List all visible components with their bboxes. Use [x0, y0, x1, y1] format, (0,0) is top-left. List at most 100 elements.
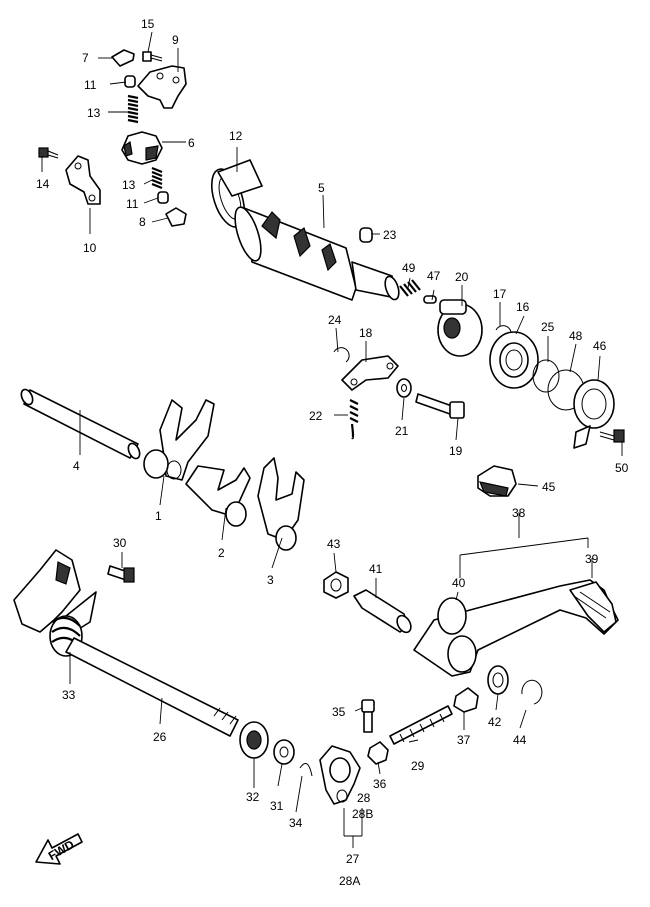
part-20-switch: [437, 299, 483, 357]
part-4-shift-fork-shaft: [20, 388, 141, 460]
callout-29: 29: [411, 759, 425, 773]
callout-44: 44: [513, 733, 527, 747]
callout-25: 25: [541, 320, 555, 334]
part-34-circlip: [299, 763, 313, 777]
part-19-bolt: [415, 393, 465, 419]
part-41-bolt: [353, 589, 412, 634]
callout-32: 32: [246, 790, 260, 804]
part-32-oil-seal: [239, 721, 269, 759]
callout-3: 3: [267, 573, 274, 587]
callout-18: 18: [359, 326, 373, 340]
part-11-pin-upper: [124, 75, 136, 88]
callout-28b: 28B: [352, 807, 373, 821]
callout-17: 17: [493, 287, 507, 301]
part-49-spring: [399, 279, 421, 297]
part-26-gearshift-shaft: [65, 637, 239, 737]
part-33-arm: [13, 549, 97, 657]
callout-23: 23: [383, 228, 397, 242]
callout-48: 48: [569, 329, 583, 343]
part-21-washer: [396, 378, 412, 398]
part-28-link-arm: [319, 745, 361, 805]
part-30-pin: [107, 565, 135, 583]
part-23-pin: [359, 227, 373, 243]
callout-4: 4: [73, 459, 80, 473]
callout-12: 12: [229, 129, 243, 143]
part-25-ring: [532, 359, 560, 393]
callout-24: 24: [328, 313, 342, 327]
callout-33: 33: [62, 688, 76, 702]
callout-40: 40: [452, 576, 466, 590]
part-7-stopper: [111, 49, 135, 67]
callout-16: 16: [516, 300, 530, 314]
callout-labels: 1 2 3 4 5 6 7 8 9 10 11 11 12 13 13 14 1…: [36, 17, 629, 888]
callout-7: 7: [82, 51, 89, 65]
part-15-bolt: [142, 51, 163, 62]
callout-10: 10: [83, 241, 97, 255]
leader-lines: [41, 31, 623, 848]
part-43-nut: [323, 571, 349, 599]
callout-9: 9: [172, 33, 179, 47]
part-5-gearshift-cam: [234, 206, 400, 301]
callout-34: 34: [289, 816, 303, 830]
callout-28a: 28A: [339, 874, 360, 888]
callout-31: 31: [270, 799, 284, 813]
callout-13-lower: 13: [122, 178, 136, 192]
callout-6: 6: [188, 136, 195, 150]
part-36-nut: [367, 741, 389, 765]
part-14-bolt: [38, 147, 59, 159]
callout-22: 22: [309, 409, 323, 423]
callout-36: 36: [373, 777, 387, 791]
callout-1: 1: [155, 509, 162, 523]
part-38-bracket-leader: [459, 537, 589, 578]
callout-14: 14: [36, 177, 50, 191]
part-2-shift-fork: [185, 465, 251, 527]
callout-50: 50: [615, 461, 629, 475]
callout-19: 19: [449, 444, 463, 458]
part-47-pin: [423, 295, 437, 304]
callout-41: 41: [369, 562, 383, 576]
part-16-bearing: [489, 331, 539, 389]
part-42-washer: [487, 665, 509, 695]
callout-43: 43: [327, 537, 341, 551]
front-direction-arrow-icon: FWD: [35, 833, 83, 865]
part-8-roller: [165, 207, 187, 227]
callout-11-lower: 11: [126, 197, 139, 211]
callout-2: 2: [218, 546, 225, 560]
callout-13-upper: 13: [87, 106, 101, 120]
callout-46: 46: [593, 339, 607, 353]
part-22-spring: [349, 399, 359, 440]
callout-28: 28: [357, 791, 371, 805]
callout-38: 38: [512, 506, 526, 520]
callout-37: 37: [457, 733, 471, 747]
part-9-plate: [137, 65, 187, 109]
callout-5: 5: [318, 181, 325, 195]
part-10-stopper-plate: [65, 155, 101, 205]
callout-39: 39: [585, 552, 599, 566]
part-35-bolt: [361, 699, 375, 733]
part-40-boss: [437, 597, 477, 673]
part-24-circlip: [333, 347, 350, 363]
part-12-bearing: [210, 159, 263, 228]
part-13-spring-lower: [151, 166, 163, 190]
part-29-rod: [389, 705, 453, 745]
part-18-arm: [341, 355, 399, 391]
callout-15: 15: [141, 17, 155, 31]
callout-8: 8: [139, 215, 146, 229]
callout-26: 26: [153, 730, 167, 744]
callout-45: 45: [542, 480, 556, 494]
callout-11-upper: 11: [84, 78, 97, 92]
part-6-gearshift-cam-driven-gear: [121, 131, 163, 165]
part-1-shift-fork: [143, 399, 215, 481]
part-3-shift-fork: [257, 457, 305, 551]
callout-30: 30: [113, 536, 127, 550]
part-37-nut: [453, 687, 479, 713]
part-50-bolt: [599, 429, 625, 443]
callout-21: 21: [395, 424, 409, 438]
callout-42: 42: [488, 715, 502, 729]
callout-20: 20: [455, 270, 469, 284]
part-31-washer: [273, 739, 295, 765]
callout-49: 49: [402, 261, 416, 275]
callout-47: 47: [427, 269, 441, 283]
